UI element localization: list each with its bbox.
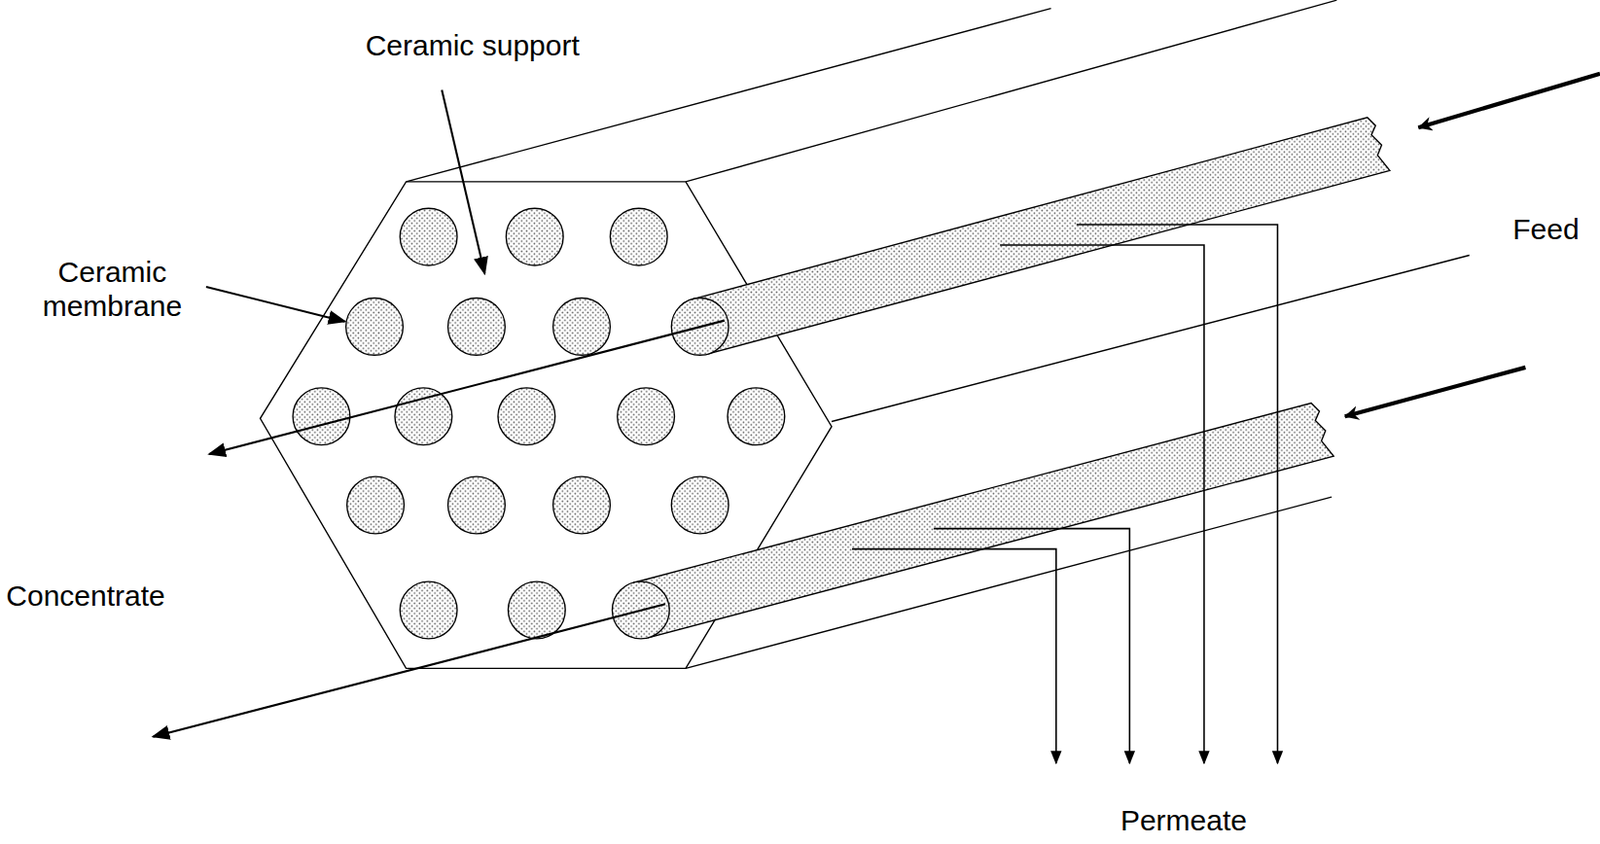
flow-label: Concentrate — [5, 579, 165, 614]
membrane-channel — [553, 298, 611, 356]
flow-arrows — [152, 73, 1600, 738]
membrane-channel — [617, 388, 676, 446]
leader-lines — [206, 90, 485, 322]
membrane-channel — [448, 476, 506, 534]
membrane-channel — [727, 388, 785, 446]
membrane-channel — [497, 388, 556, 446]
membrane-channel — [399, 581, 458, 640]
membrane-channel — [292, 388, 351, 446]
membrane-channel — [346, 298, 404, 356]
membrane-channel — [448, 298, 506, 356]
membrane-channel — [399, 208, 458, 266]
monolith-outline — [260, 0, 1470, 669]
membrane-channel — [609, 208, 668, 266]
membrane-channel — [505, 208, 564, 266]
membrane-channel — [671, 476, 729, 534]
part-label: Ceramic membrane — [15, 255, 210, 323]
flow-label: Feed — [1512, 213, 1579, 248]
membrane-channel — [553, 476, 611, 534]
permeate-flow-lines — [852, 224, 1278, 764]
part-label: Ceramic support — [365, 29, 580, 64]
membrane-channel — [347, 476, 405, 534]
membrane-channel — [394, 388, 453, 446]
membrane-channel — [507, 581, 566, 640]
channel-tubes — [611, 117, 1389, 640]
flow-label: Permeate — [1120, 804, 1247, 839]
